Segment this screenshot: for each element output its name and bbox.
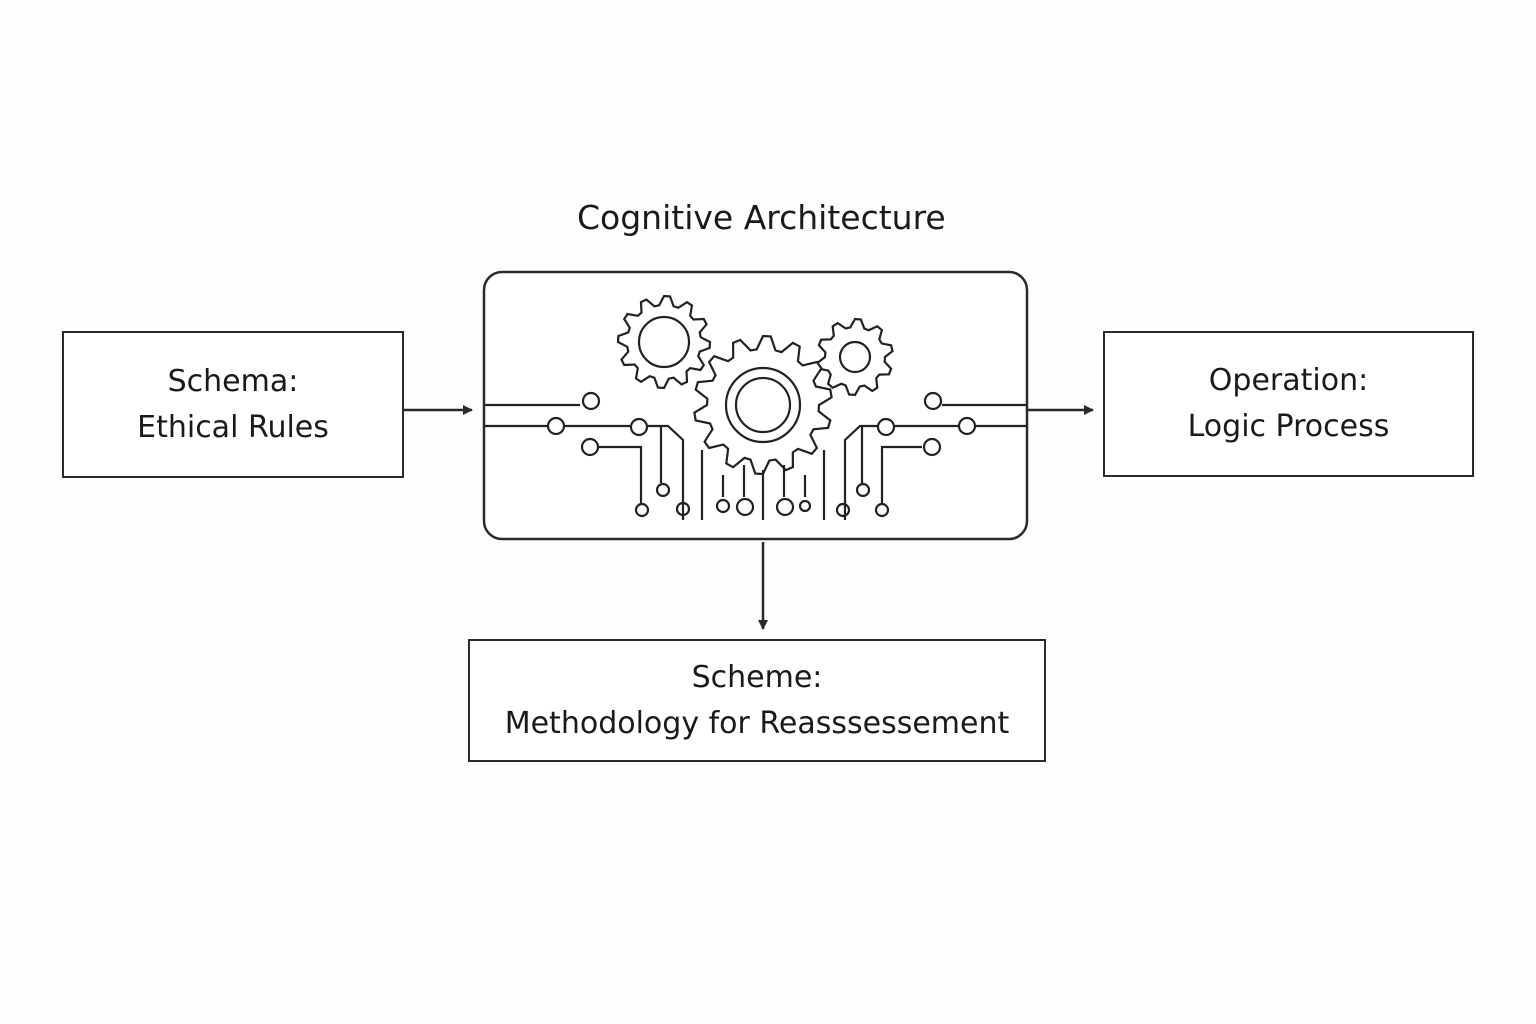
- operation-label: Operation:: [1208, 363, 1369, 398]
- scheme-box: Scheme: Methodology for Reasssessement: [468, 639, 1046, 762]
- gear-right-icon: [816, 317, 894, 397]
- gear-center-icon-hub: [734, 376, 792, 434]
- gear-right-icon-hub: [838, 340, 872, 374]
- schema-text: Ethical Rules: [137, 409, 329, 445]
- gears-circuit-icon: [485, 294, 1026, 520]
- diagram-title: Cognitive Architecture: [577, 198, 946, 237]
- scheme-label: Scheme:: [691, 659, 823, 695]
- scheme-text: Methodology for Reasssessement: [504, 705, 1010, 741]
- operation-box: Operation: Logic Process: [1103, 331, 1474, 477]
- gear-center-icon-hub: [724, 366, 802, 444]
- gear-left-icon-hub: [637, 315, 691, 369]
- operation-text: Logic Process: [1187, 409, 1390, 444]
- schema-label: Schema:: [167, 363, 299, 399]
- schema-box: Schema: Ethical Rules: [62, 331, 404, 478]
- gear-left-icon: [616, 294, 712, 390]
